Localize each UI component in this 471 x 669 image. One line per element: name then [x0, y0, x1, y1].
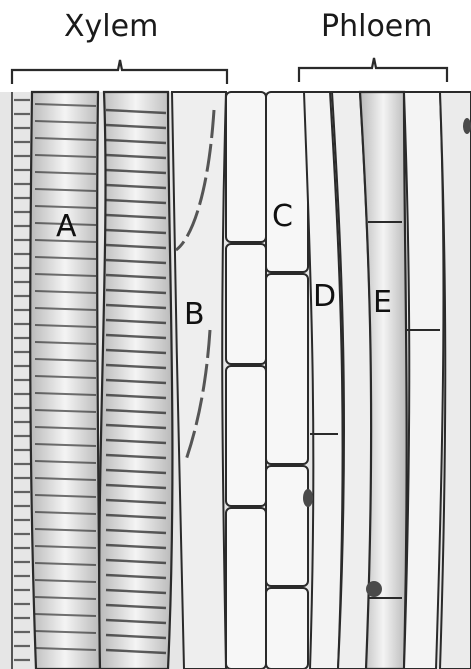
label-c: C	[272, 202, 293, 232]
phloem-cell	[404, 92, 443, 669]
xylem-tissue	[12, 92, 226, 669]
label-a: A	[56, 212, 77, 242]
parenchyma-cell	[226, 92, 266, 242]
parenchyma-cell	[226, 244, 266, 364]
parenchyma-cell	[266, 466, 308, 586]
parenchyma-cell	[226, 508, 266, 669]
parenchyma-cell	[266, 274, 308, 464]
label-d: D	[313, 282, 336, 312]
nucleus	[463, 118, 471, 134]
nucleus	[303, 489, 313, 507]
xylem-header: Xylem	[64, 12, 158, 42]
label-e: E	[373, 288, 392, 318]
phloem-cell	[440, 92, 471, 669]
label-b: B	[184, 300, 205, 330]
xylem-side-thickenings	[14, 100, 30, 660]
parenchyma-cell	[226, 366, 266, 506]
phloem-header: Phloem	[321, 12, 432, 42]
parenchyma-cell	[266, 92, 308, 272]
phloem-tissue	[226, 92, 471, 669]
nucleus	[366, 581, 382, 597]
parenchyma-cell	[266, 588, 308, 669]
phloem-bracket	[299, 58, 447, 82]
xylem-bracket	[12, 60, 227, 84]
